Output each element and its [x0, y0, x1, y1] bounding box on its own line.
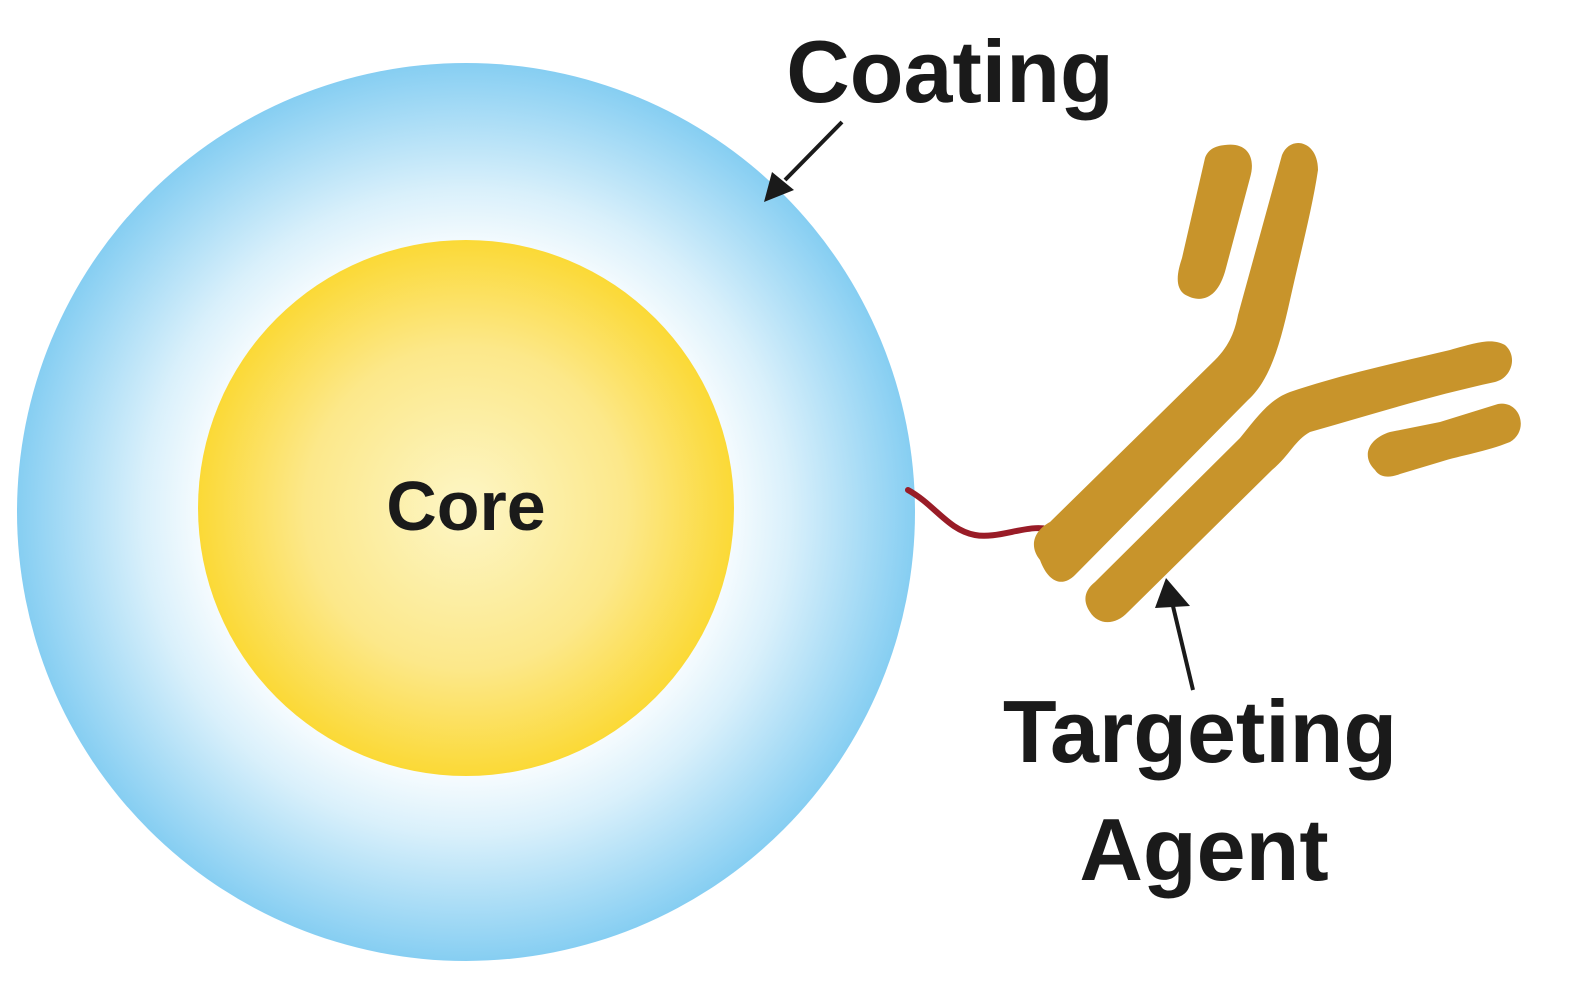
targeting-agent-label-line2: Agent: [1079, 800, 1328, 899]
coating-label: Coating: [786, 22, 1114, 121]
targeting-agent-label-line1: Targeting: [1003, 682, 1397, 781]
targeting-agent-arrow: [1155, 578, 1195, 691]
core-sphere: [198, 240, 734, 776]
coating-arrow: [764, 120, 844, 202]
antibody-icon: [1033, 143, 1521, 623]
core-label: Core: [386, 467, 545, 545]
